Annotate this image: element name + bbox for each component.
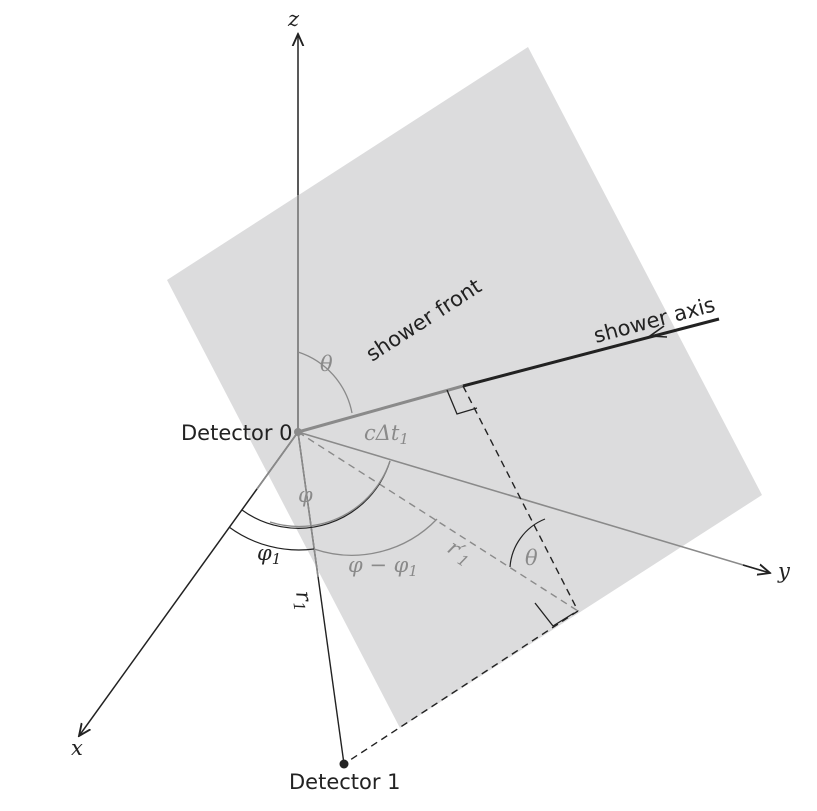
phi1-label: φ1 <box>257 541 281 568</box>
y-axis-tail <box>742 565 770 573</box>
detector-1-point <box>339 759 349 769</box>
r1-label: r1 <box>288 589 317 612</box>
x-axis-label: x <box>71 736 83 760</box>
phi1-arc <box>228 526 315 551</box>
y-axis-label: y <box>777 559 791 583</box>
phi-minus-phi1-arc <box>313 518 438 556</box>
shower-axis-arrowhead <box>647 325 668 338</box>
theta-top-label: θ <box>320 352 333 376</box>
z-axis-label: z <box>287 7 300 31</box>
y-axis <box>297 431 771 574</box>
shower-axis <box>462 317 720 388</box>
theta-bottom-label: θ <box>525 546 538 570</box>
c-delta-t1-label: cΔt1 <box>364 421 409 448</box>
r1-line-over-plane <box>297 431 319 578</box>
right-angle-marker-projection <box>534 602 575 627</box>
detector-0-point <box>294 428 302 436</box>
shower-axis-over-plane <box>297 384 464 434</box>
detector-0-label: Detector 0 <box>181 421 293 445</box>
c-delta-t-perpendicular <box>462 385 579 612</box>
detector-1-label: Detector 1 <box>289 770 401 794</box>
theta-arc-bottom <box>509 518 546 568</box>
phi-label: φ <box>298 483 313 507</box>
x-axis-over-plane <box>256 431 299 490</box>
r1-prime-line <box>297 431 579 612</box>
theta-arc-top <box>297 351 353 414</box>
phi-minus-phi1-label: φ − φ1 <box>348 553 418 580</box>
right-angle-marker-axis <box>446 389 478 415</box>
phi-arc-over-plane <box>269 460 391 528</box>
projection-to-detector-1 <box>343 610 579 765</box>
